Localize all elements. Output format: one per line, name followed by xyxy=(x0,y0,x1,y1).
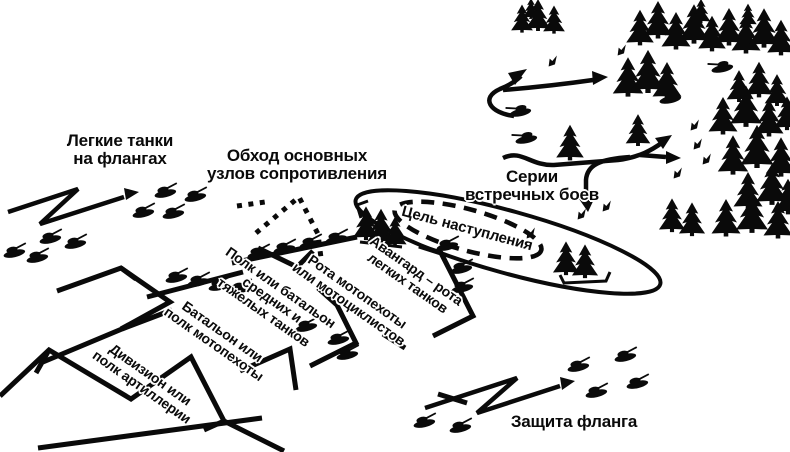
pine-tree-icon xyxy=(658,198,686,233)
gun-mark-icon xyxy=(615,44,628,56)
tank-icon xyxy=(411,412,440,431)
tank-icon xyxy=(163,267,192,286)
tank-icon xyxy=(565,356,594,375)
bypass-dotted-route xyxy=(236,193,324,259)
label-flank-defense: Защита фланга xyxy=(510,411,638,431)
meeting-engagement-arrows xyxy=(487,69,681,212)
pine-tree-icon xyxy=(625,114,651,146)
pine-tree-icon xyxy=(556,124,584,161)
label-light-tanks: Легкие танки на флангах xyxy=(66,130,174,168)
gun-marks-group xyxy=(524,44,713,239)
label-bypass: Обход основных узлов сопротивления xyxy=(207,145,387,183)
objective-dashed-ellipse xyxy=(392,199,544,261)
tank-icon xyxy=(447,417,476,436)
label-meeting-engagements: Серии встречных боев xyxy=(464,166,600,204)
gun-mark-icon xyxy=(600,200,613,212)
tank-icon xyxy=(612,346,641,365)
pine-tree-icon xyxy=(717,135,749,175)
tank-icon xyxy=(152,182,181,201)
pine-tree-icon xyxy=(543,5,565,34)
gun-mark-icon xyxy=(688,119,701,131)
right-flank-arrow xyxy=(424,375,575,416)
pine-tree-icon xyxy=(552,241,580,276)
gun-mark-icon xyxy=(575,208,588,220)
tank-icon xyxy=(160,203,189,222)
tank-icon xyxy=(37,228,66,247)
pine-tree-icon xyxy=(571,244,599,279)
tank-icon xyxy=(1,242,30,261)
tank-icon xyxy=(62,233,91,252)
tank-icon xyxy=(182,186,211,205)
objective-area-ellipse xyxy=(353,188,663,296)
tank-icon xyxy=(706,57,735,76)
pine-tree-icon xyxy=(708,97,738,135)
gun-mark-icon xyxy=(691,138,704,150)
gun-mark-icon xyxy=(671,167,684,179)
pine-tree-icon xyxy=(612,57,644,97)
tank-icon xyxy=(624,373,653,392)
tank-icon xyxy=(24,247,53,266)
forest-group xyxy=(352,0,790,279)
tank-icon xyxy=(510,128,539,147)
tank-icon xyxy=(583,382,612,401)
left-flank-arrow xyxy=(7,186,139,227)
tank-icon xyxy=(130,202,159,221)
pine-tree-icon xyxy=(739,3,757,27)
gun-mark-icon xyxy=(546,55,559,67)
pine-tree-icon xyxy=(678,202,706,237)
gun-mark-icon xyxy=(700,153,713,165)
